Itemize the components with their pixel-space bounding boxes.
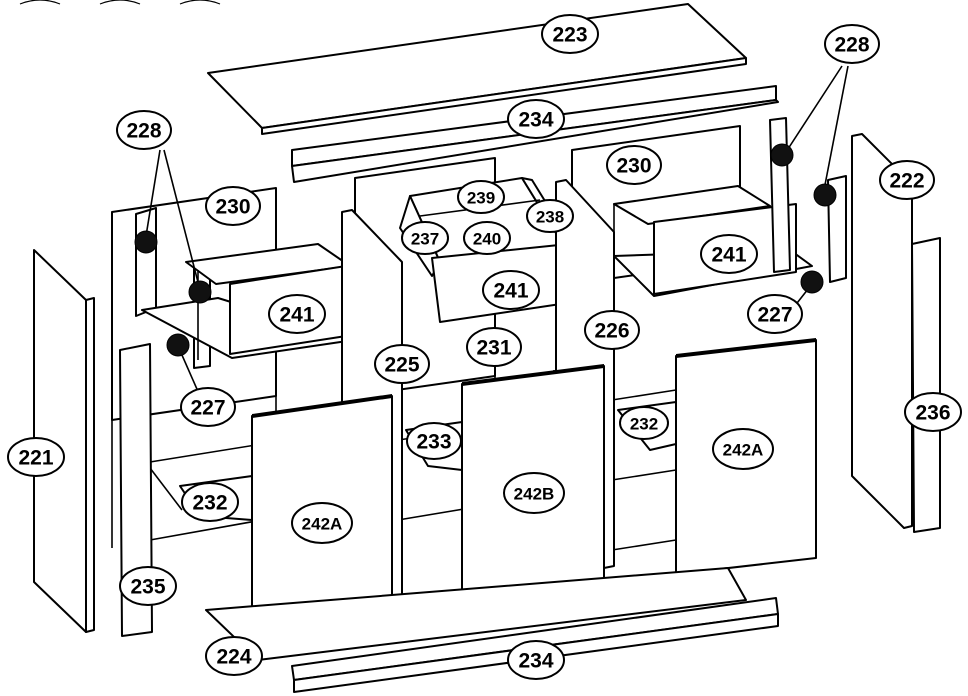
- svg-text:227: 227: [190, 397, 225, 420]
- label-230-left: 230: [205, 186, 261, 226]
- left-strip-235: [119, 343, 153, 637]
- svg-text:230: 230: [616, 155, 651, 178]
- part-labels: 223 234 228 228 230 230 239 238 237 240 …: [7, 14, 962, 680]
- dowel-left-lower: [166, 333, 190, 357]
- svg-text:234: 234: [518, 650, 553, 673]
- label-239: 239: [457, 180, 505, 214]
- label-225: 225: [374, 344, 430, 384]
- dowel-left-middle: [188, 280, 212, 304]
- label-238: 238: [526, 199, 574, 233]
- svg-text:232: 232: [192, 492, 227, 515]
- label-228-left: 228: [116, 110, 172, 150]
- svg-text:240: 240: [473, 230, 501, 249]
- label-240: 240: [463, 221, 511, 255]
- svg-text:228: 228: [834, 34, 869, 57]
- label-224: 224: [205, 636, 263, 676]
- label-242B: 242B: [503, 472, 565, 514]
- label-241-right: 241: [700, 234, 758, 274]
- svg-text:224: 224: [216, 646, 251, 669]
- label-231: 231: [466, 327, 522, 367]
- svg-text:238: 238: [536, 208, 564, 227]
- svg-text:242B: 242B: [514, 485, 555, 504]
- label-226: 226: [584, 310, 640, 350]
- svg-text:227: 227: [757, 304, 792, 327]
- label-230-right: 230: [606, 145, 662, 185]
- dowel-right-middle: [813, 183, 837, 207]
- label-234-bottom: 234: [507, 640, 565, 680]
- svg-text:223: 223: [552, 24, 587, 47]
- svg-text:235: 235: [130, 576, 165, 599]
- svg-text:234: 234: [518, 109, 553, 132]
- label-234-top: 234: [507, 99, 565, 139]
- label-228-right: 228: [824, 24, 880, 64]
- label-242A-left: 242A: [291, 502, 353, 544]
- label-227-left: 227: [180, 387, 236, 427]
- right-strip-236: [911, 237, 941, 533]
- svg-text:242A: 242A: [302, 515, 343, 534]
- svg-text:230: 230: [215, 196, 250, 219]
- svg-text:225: 225: [384, 354, 419, 377]
- label-242A-right: 242A: [712, 428, 774, 470]
- svg-text:232: 232: [630, 415, 658, 434]
- top-panel-223: [207, 3, 747, 135]
- dowel-left-upper: [134, 230, 158, 254]
- label-223: 223: [541, 14, 599, 54]
- right-side-panel-222: [851, 133, 913, 529]
- svg-text:241: 241: [279, 304, 314, 327]
- svg-text:231: 231: [476, 337, 511, 360]
- label-235: 235: [119, 566, 177, 606]
- label-232-right: 232: [619, 406, 669, 440]
- svg-text:226: 226: [594, 320, 629, 343]
- label-232-left: 232: [181, 482, 239, 522]
- label-221: 221: [7, 437, 65, 477]
- label-237: 237: [401, 221, 449, 255]
- svg-text:237: 237: [411, 230, 439, 249]
- svg-text:236: 236: [915, 402, 950, 425]
- label-227-right: 227: [747, 294, 803, 334]
- svg-text:241: 241: [493, 280, 528, 303]
- cropped-header-marks: [19, 0, 221, 5]
- label-241-left: 241: [268, 294, 326, 334]
- dowel-right-upper: [770, 143, 794, 167]
- label-241-center: 241: [482, 270, 540, 310]
- dowel-right-lower: [800, 270, 824, 294]
- svg-text:228: 228: [126, 120, 161, 143]
- svg-text:222: 222: [889, 170, 924, 193]
- dowel-markers: [134, 143, 837, 357]
- label-233: 233: [406, 422, 462, 460]
- svg-text:233: 233: [416, 431, 451, 454]
- label-236: 236: [904, 392, 962, 432]
- label-222: 222: [879, 160, 935, 200]
- svg-text:239: 239: [467, 189, 495, 208]
- svg-text:221: 221: [18, 447, 53, 470]
- svg-text:242A: 242A: [723, 441, 764, 460]
- svg-text:241: 241: [711, 244, 746, 267]
